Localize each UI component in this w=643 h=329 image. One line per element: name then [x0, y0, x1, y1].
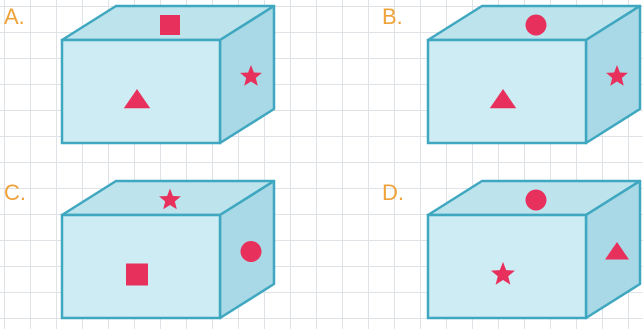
cube-option-b: [428, 6, 640, 143]
cube-option-c: [62, 181, 274, 318]
cube-option-d: [428, 181, 640, 318]
cube-c-front-square-icon: [126, 264, 148, 286]
cube-a-top-square-icon: [160, 15, 180, 35]
cube-b-front-face: [428, 40, 586, 143]
cube-b-top-circle-icon: [526, 15, 547, 36]
cube-a-front-face: [62, 40, 220, 143]
cube-d-top-circle-icon: [526, 190, 547, 211]
cube-c-side-circle-icon: [241, 241, 262, 262]
cube-d-front-face: [428, 215, 586, 318]
cube-option-a: [62, 6, 274, 143]
